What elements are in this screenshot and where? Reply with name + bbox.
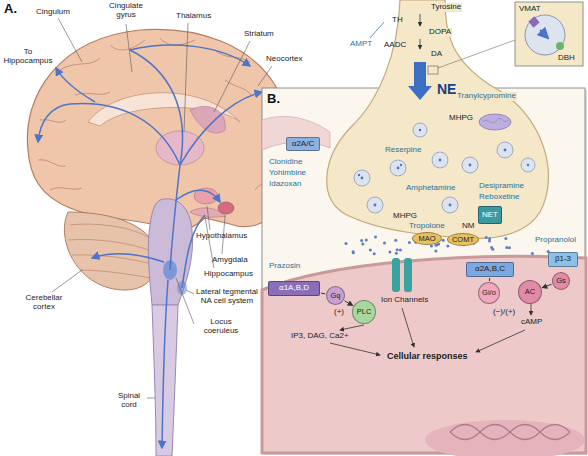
molecule-label: DA: [430, 50, 443, 59]
receptor-box: α2A/C: [286, 137, 320, 151]
connector-line: [542, 284, 551, 287]
g-protein-circle: Gs: [552, 272, 570, 290]
region-label: Neocortex: [266, 55, 302, 64]
drug-label: AMPT: [350, 40, 372, 49]
node-text: α1A,B,D: [279, 284, 309, 292]
channel-label: Ion Channels: [380, 296, 429, 305]
receptor-box: α1A,B,D: [268, 281, 320, 296]
node-text: MAO: [418, 235, 435, 243]
enzyme-ellipse: COMT: [447, 233, 479, 246]
enzyme-circle: AC: [518, 280, 542, 304]
region-label: To Hippocampus: [3, 48, 53, 66]
region-label: Locus coeruleus: [196, 318, 246, 336]
metabolite-label: MHPG: [448, 114, 474, 123]
drug-label: Amphetamine: [405, 184, 456, 193]
sign-label: (+): [333, 308, 345, 317]
region-label: Hypothalamus: [196, 232, 247, 241]
node-text: α2A/C: [292, 140, 314, 148]
region-label: Cingulum: [36, 8, 70, 17]
drug-label: Reboxetine: [478, 193, 520, 202]
molecule-label: Tyrosine: [430, 3, 462, 12]
region-label: Spinal cord: [112, 392, 146, 410]
transporter-label: VMAT: [518, 5, 542, 14]
region-label: Lateral tegmental NA cell system: [196, 288, 258, 306]
drug-label: Idazoxan: [268, 180, 302, 189]
node-text: NET: [482, 211, 498, 219]
g-protein-circle: Gi/o: [478, 282, 500, 304]
drug-label: Reserpine: [384, 146, 422, 155]
panel-letter: A.: [4, 2, 17, 16]
node-text: β1-3: [555, 255, 571, 263]
metabolite-label: NM: [461, 222, 475, 231]
panel-letter: B.: [266, 92, 281, 106]
enzyme-circle: PLC: [352, 300, 376, 324]
drug-label: Prazosin: [268, 262, 301, 271]
region-label: Cerebellar cortex: [20, 294, 68, 312]
synapse-panel: [262, 0, 587, 456]
drug-label: Desipramine: [478, 182, 525, 191]
sign-label: (−)/(+): [492, 308, 516, 317]
node-text: AC: [525, 288, 535, 296]
drug-label: Yohimbine: [268, 169, 307, 178]
drug-label: Propranolol: [534, 236, 577, 245]
drug-label: Tropolone: [408, 222, 446, 231]
neurotransmitter-label: NE: [436, 82, 457, 97]
node-text: COMT: [452, 236, 474, 244]
enzyme-label: TH: [392, 16, 403, 25]
molecule-label: DOPA: [428, 28, 452, 37]
region-label: Thalamus: [176, 12, 211, 21]
node-text: PLC: [357, 308, 372, 316]
drug-label: Tranylcypromine: [456, 92, 517, 101]
transporter-box: NET: [478, 206, 502, 224]
enzyme-label: AADC: [384, 41, 406, 50]
receptor-box: α2A,B,C: [466, 262, 514, 277]
g-protein-circle: Gq: [326, 286, 345, 305]
metabolite-label: MHPG: [392, 212, 418, 221]
connector-line: [489, 278, 490, 281]
enzyme-ellipse: MAO: [412, 232, 442, 245]
enzyme-label: DBH: [557, 54, 576, 63]
receptor-box: β1-3: [548, 252, 578, 267]
connector-line: [345, 301, 353, 306]
node-text: Gi/o: [482, 289, 496, 297]
connector-line: [321, 293, 325, 295]
region-label: Hippocampus: [204, 270, 253, 279]
region-label: Cingulate gyrus: [104, 2, 148, 20]
region-label: Amygdala: [212, 256, 248, 265]
messenger-label: IP3, DAG, Ca2+: [290, 332, 350, 341]
brain-section: [27, 18, 291, 456]
region-label: Striatum: [244, 30, 274, 39]
response-label: Cellular responses: [386, 352, 469, 362]
node-text: α2A,B,C: [475, 265, 505, 273]
drug-label: Clonidine: [268, 158, 303, 167]
messenger-label: cAMP: [520, 318, 543, 327]
node-text: Gs: [556, 277, 566, 285]
node-text: Gq: [330, 292, 340, 300]
